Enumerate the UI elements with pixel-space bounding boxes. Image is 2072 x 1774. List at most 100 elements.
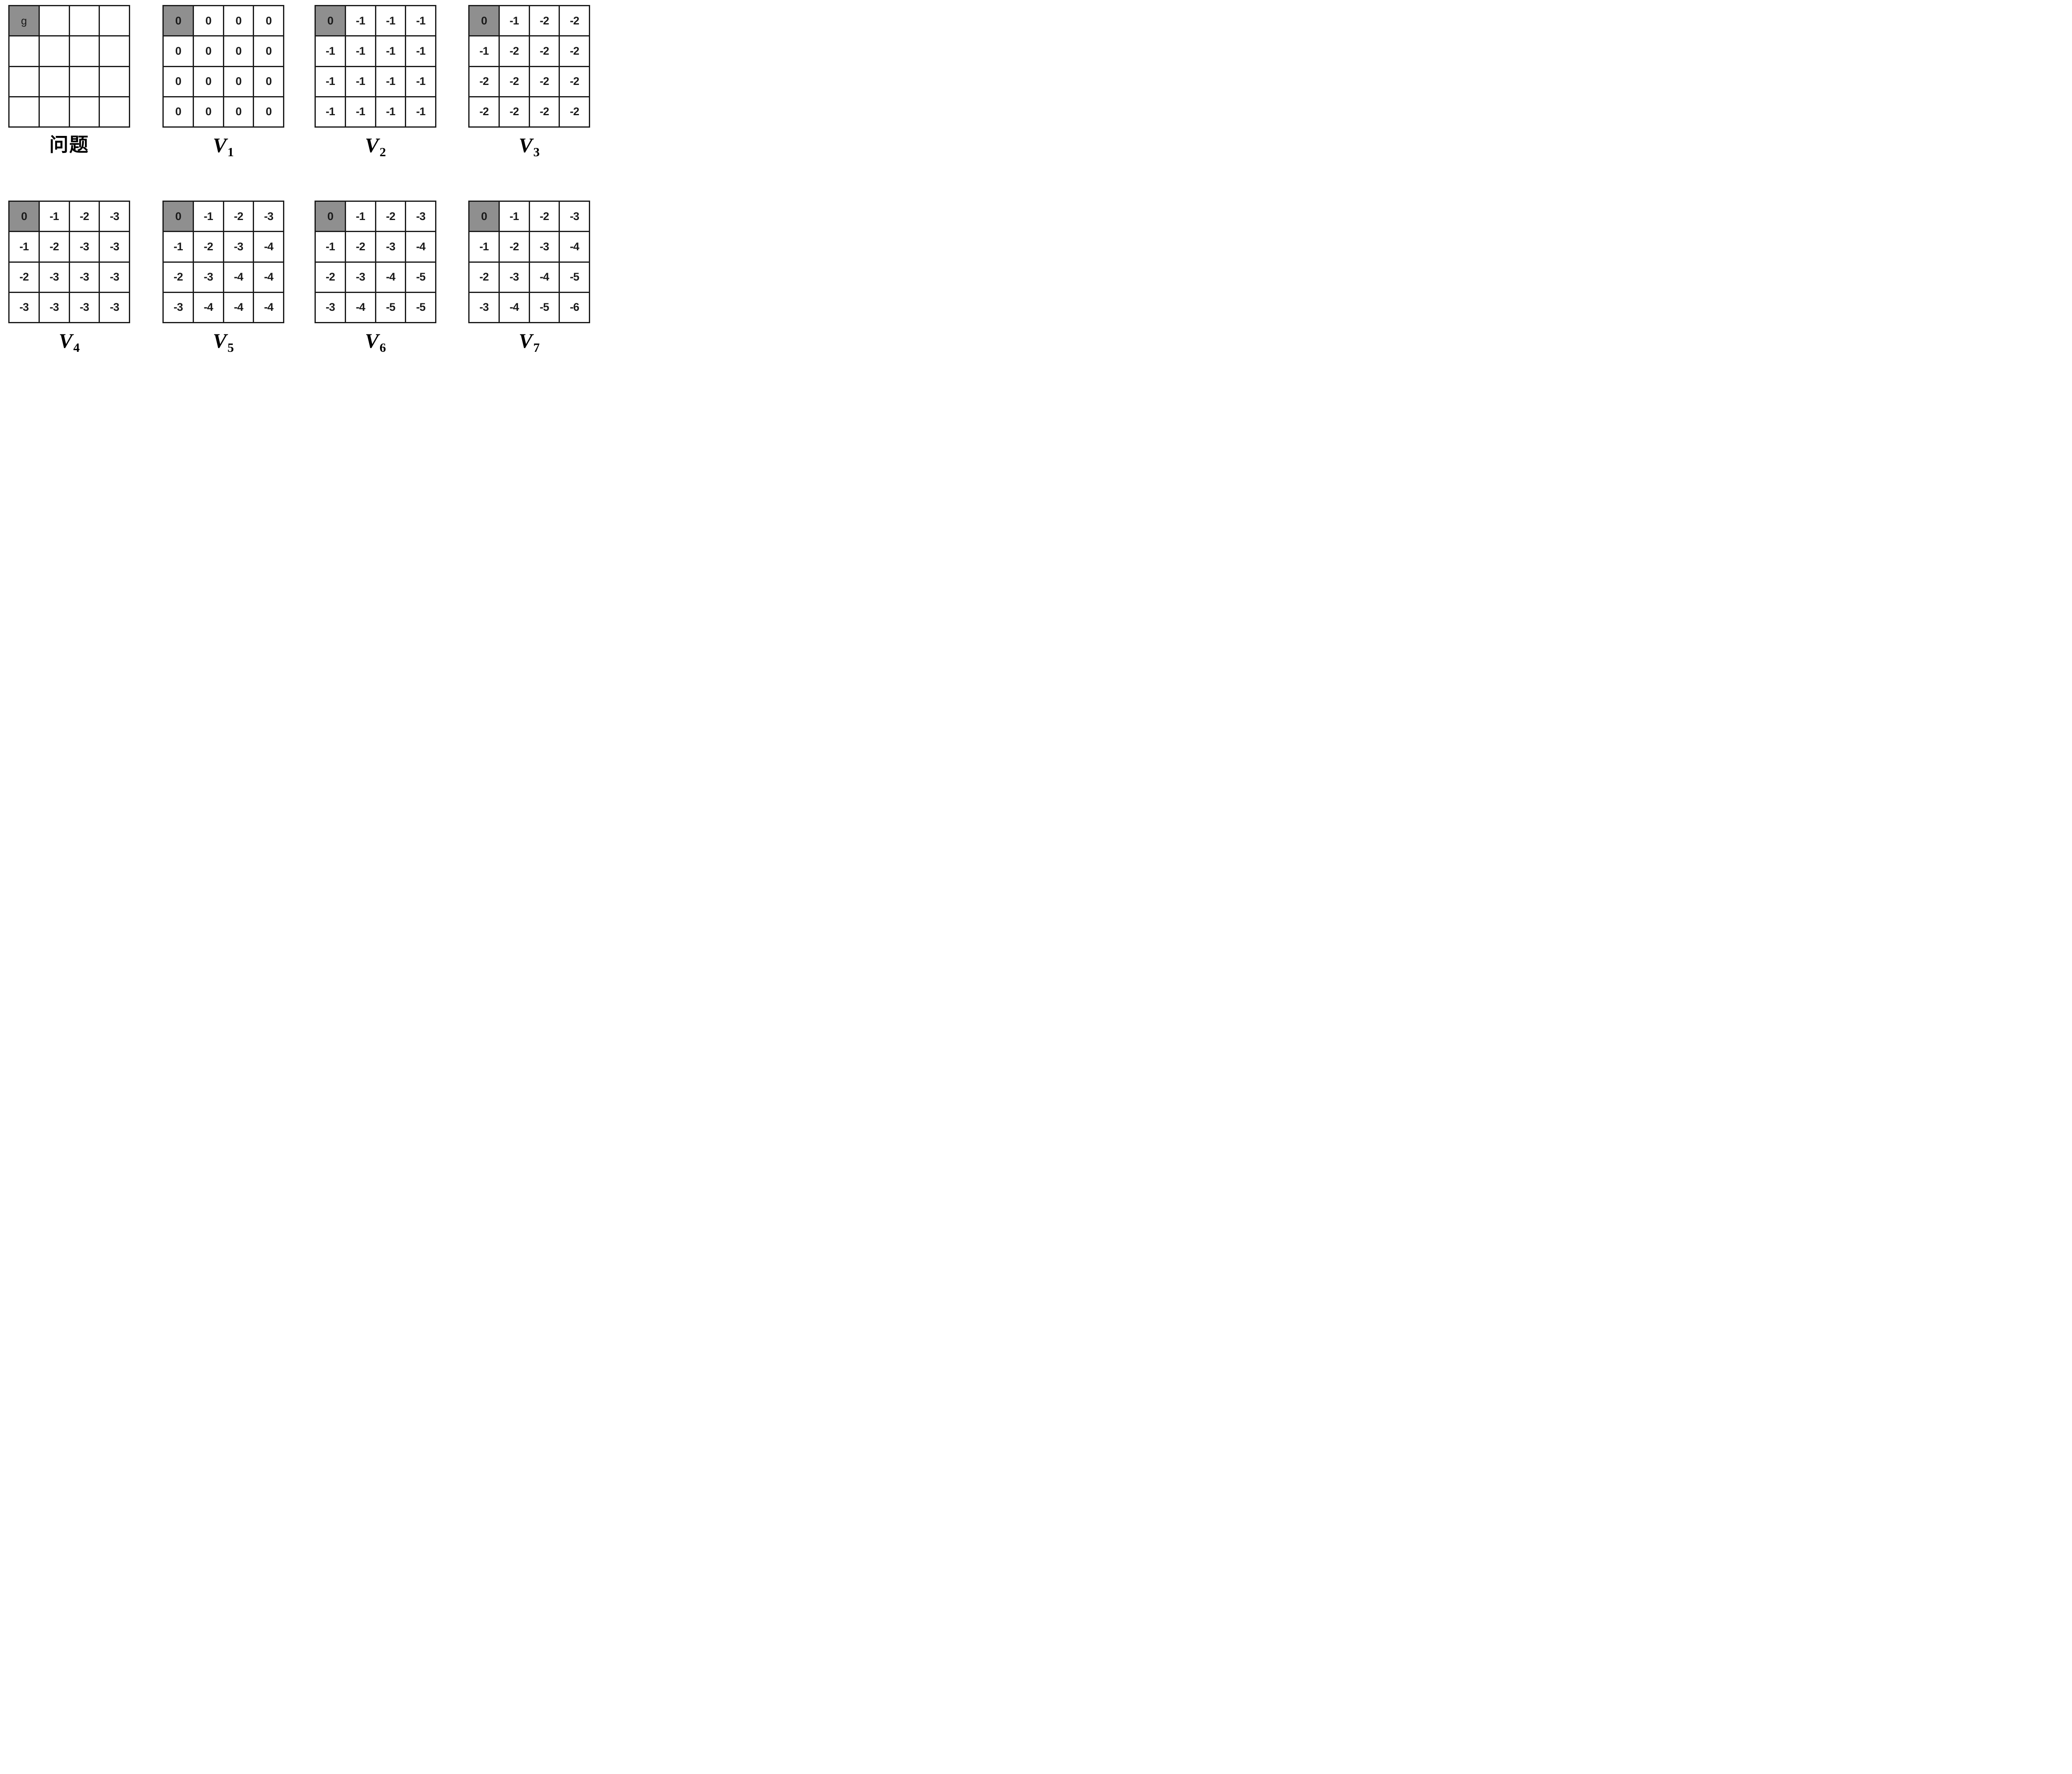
v2-cell-r1c0: -1 [316, 36, 345, 66]
v5-cell-r0c0-goal: 0 [164, 202, 193, 231]
v7-grid: 0-1-2-3-1-2-3-4-2-3-4-5-3-4-5-6 [468, 201, 590, 323]
v1-cell-r3c2: 0 [224, 97, 253, 126]
caption-v5: V5 [162, 329, 284, 355]
problem-cell-r0c0-goal: g [10, 6, 39, 36]
v7-cell-r0c2: -2 [530, 202, 559, 231]
caption-v7-base: V [518, 329, 533, 352]
v5-cell-r2c3: -4 [254, 262, 283, 292]
v5-grid: 0-1-2-3-1-2-3-4-2-3-4-4-3-4-4-4 [162, 201, 284, 323]
v2-cell-r1c2: -1 [376, 36, 405, 66]
panel-v4: 0-1-2-3-1-2-3-3-2-3-3-3-3-3-3-3 V4 [8, 201, 130, 355]
v5-cell-r1c1: -2 [194, 232, 223, 261]
v1-cell-r3c3: 0 [254, 97, 283, 126]
caption-v1-base: V [213, 133, 227, 157]
panel-v2: 0-1-1-1-1-1-1-1-1-1-1-1-1-1-1-1 V2 [315, 5, 436, 159]
v4-cell-r2c1: -3 [39, 262, 69, 292]
v5-cell-r3c1: -4 [194, 293, 223, 322]
v4-cell-r2c3: -3 [100, 262, 129, 292]
v4-cell-r1c2: -3 [70, 232, 99, 261]
panel-v6: 0-1-2-3-1-2-3-4-2-3-4-5-3-4-5-5 V6 [315, 201, 436, 355]
v2-cell-r2c1: -1 [346, 67, 375, 96]
v2-cell-r0c3: -1 [406, 6, 435, 36]
caption-v5-base: V [213, 329, 227, 352]
v1-cell-r2c1: 0 [194, 67, 223, 96]
v4-cell-r3c2: -3 [70, 293, 99, 322]
v2-cell-r3c0: -1 [316, 97, 345, 126]
problem-cell-r2c1 [39, 67, 69, 96]
v4-cell-r0c1: -1 [39, 202, 69, 231]
v5-cell-r1c0: -1 [164, 232, 193, 261]
v7-cell-r2c3: -5 [560, 262, 589, 292]
v2-cell-r1c3: -1 [406, 36, 435, 66]
caption-v4: V4 [8, 330, 130, 355]
v3-cell-r0c1: -1 [499, 6, 529, 36]
v5-cell-r0c2: -2 [224, 202, 253, 231]
v4-cell-r0c0-goal: 0 [10, 202, 39, 231]
caption-v3: V3 [468, 133, 590, 159]
v3-grid: 0-1-2-2-1-2-2-2-2-2-2-2-2-2-2-2 [468, 5, 590, 128]
problem-cell-r0c2 [70, 6, 99, 36]
v1-cell-r1c3: 0 [254, 36, 283, 66]
problem-cell-r0c1 [39, 6, 69, 36]
v3-cell-r2c2: -2 [530, 67, 559, 96]
v7-cell-r0c1: -1 [499, 202, 529, 231]
v7-cell-r0c3: -3 [560, 202, 589, 231]
v5-cell-r2c0: -2 [164, 262, 193, 292]
v5-cell-r0c1: -1 [194, 202, 223, 231]
v2-cell-r0c0-goal: 0 [316, 6, 345, 36]
problem-cell-r1c3 [100, 36, 129, 66]
caption-v6-sub: 6 [379, 340, 386, 355]
v5-cell-r3c2: -4 [224, 293, 253, 322]
v1-cell-r1c0: 0 [164, 36, 193, 66]
v6-cell-r3c2: -5 [376, 293, 405, 322]
v1-cell-r1c1: 0 [194, 36, 223, 66]
v4-cell-r0c3: -3 [100, 202, 129, 231]
v3-cell-r1c0: -1 [470, 36, 499, 66]
v1-cell-r2c2: 0 [224, 67, 253, 96]
v3-cell-r1c2: -2 [530, 36, 559, 66]
v7-cell-r0c0-goal: 0 [470, 202, 499, 231]
v5-cell-r1c3: -4 [254, 232, 283, 261]
v7-cell-r3c2: -5 [530, 293, 559, 322]
v1-cell-r0c3: 0 [254, 6, 283, 36]
problem-cell-r3c2 [70, 97, 99, 126]
panel-v5: 0-1-2-3-1-2-3-4-2-3-4-4-3-4-4-4 V5 [162, 201, 284, 355]
problem-cell-r1c0 [10, 36, 39, 66]
panel-v3: 0-1-2-2-1-2-2-2-2-2-2-2-2-2-2-2 V3 [468, 5, 590, 159]
v2-cell-r0c1: -1 [346, 6, 375, 36]
v6-cell-r3c3: -5 [406, 293, 435, 322]
v1-cell-r0c1: 0 [194, 6, 223, 36]
v1-cell-r2c0: 0 [164, 67, 193, 96]
v6-cell-r1c0: -1 [316, 232, 345, 261]
v7-cell-r1c1: -2 [499, 232, 529, 261]
v6-grid: 0-1-2-3-1-2-3-4-2-3-4-5-3-4-5-5 [315, 201, 436, 323]
v2-cell-r2c0: -1 [316, 67, 345, 96]
v4-cell-r2c0: -2 [10, 262, 39, 292]
caption-v4-sub: 4 [73, 340, 80, 355]
v6-cell-r2c0: -2 [316, 262, 345, 292]
v6-cell-r3c0: -3 [316, 293, 345, 322]
caption-v7: V7 [468, 329, 590, 355]
v6-cell-r3c1: -4 [346, 293, 375, 322]
v2-cell-r3c1: -1 [346, 97, 375, 126]
v5-cell-r2c1: -3 [194, 262, 223, 292]
v7-cell-r2c1: -3 [499, 262, 529, 292]
caption-v3-base: V [518, 133, 533, 157]
v2-grid: 0-1-1-1-1-1-1-1-1-1-1-1-1-1-1-1 [315, 5, 436, 128]
v6-cell-r1c3: -4 [406, 232, 435, 261]
caption-v1: V1 [162, 133, 284, 159]
caption-v1-sub: 1 [227, 145, 234, 159]
v7-cell-r2c0: -2 [470, 262, 499, 292]
panel-problem: g 问题 [8, 5, 130, 157]
caption-v5-sub: 5 [227, 340, 234, 355]
v2-cell-r3c3: -1 [406, 97, 435, 126]
v2-cell-r0c2: -1 [376, 6, 405, 36]
caption-v2-base: V [365, 133, 379, 157]
v5-cell-r1c2: -3 [224, 232, 253, 261]
v1-cell-r1c2: 0 [224, 36, 253, 66]
v4-cell-r2c2: -3 [70, 262, 99, 292]
v4-cell-r1c3: -3 [100, 232, 129, 261]
v1-cell-r0c0-goal: 0 [164, 6, 193, 36]
v5-cell-r3c3: -4 [254, 293, 283, 322]
